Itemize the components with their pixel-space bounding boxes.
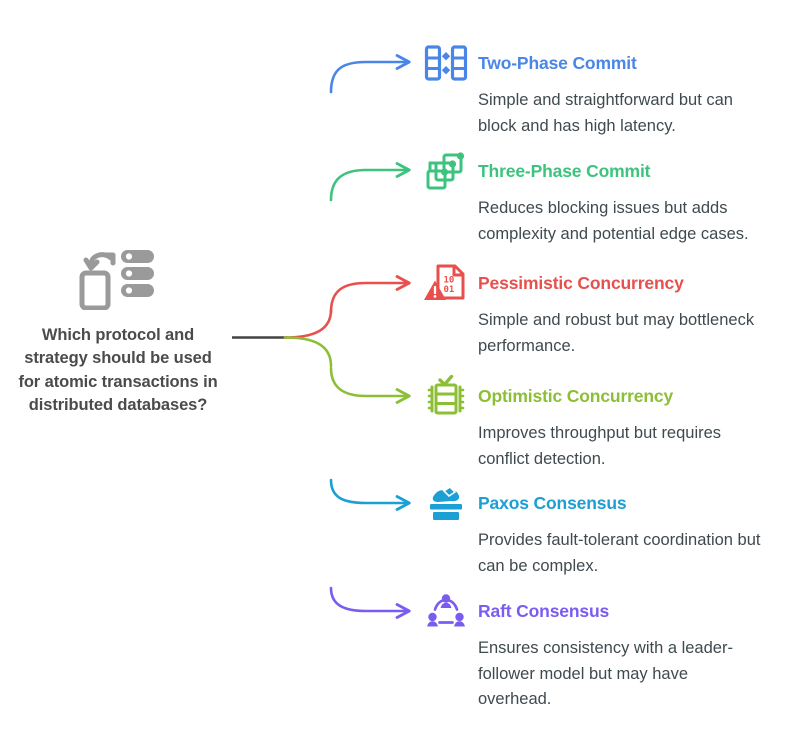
branch-two-phase-commit[interactable]: Two-Phase Commit Simple and straightforw… [424, 40, 772, 139]
connector-raft-consensus [329, 586, 411, 619]
connector-three-phase-commit [329, 162, 411, 202]
root-label: Which protocol and strategy should be us… [18, 326, 218, 415]
branch-header: Optimistic Concurrency [424, 373, 772, 419]
branch-paxos-consensus[interactable]: Paxos Consensus Provides fault-tolerant … [424, 480, 772, 579]
branch-title: Paxos Consensus [478, 492, 627, 513]
root-node: Which protocol and strategy should be us… [18, 248, 218, 418]
junction-up [283, 308, 333, 339]
branch-title: Raft Consensus [478, 600, 610, 621]
branch-header: 10 01 Pessimistic Concurrency [424, 260, 772, 306]
branch-three-phase-commit[interactable]: Three-Phase Commit Reduces blocking issu… [424, 148, 772, 247]
branch-header: Raft Consensus [424, 588, 772, 634]
three-person-network-icon [424, 589, 468, 633]
branch-description: Reduces blocking issues but adds complex… [478, 199, 749, 243]
server-rack-check-icon [424, 374, 468, 418]
branch-description: Ensures consistency with a leader-follow… [478, 639, 733, 709]
mobile-sync-server-icon [79, 248, 157, 311]
branch-header: Paxos Consensus [424, 480, 772, 526]
branch-pessimistic-concurrency[interactable]: 10 01 Pessimistic Concurrency Simple and… [424, 260, 772, 359]
branch-title: Pessimistic Concurrency [478, 272, 684, 293]
podium-handshake-icon [424, 481, 468, 525]
branch-optimistic-concurrency[interactable]: Optimistic Concurrency Improves throughp… [424, 373, 772, 472]
svg-text:10: 10 [444, 276, 455, 286]
branch-description: Improves throughput but requires conflic… [478, 424, 722, 468]
connector-pessimistic-concurrency [329, 275, 411, 314]
junction-down [283, 336, 333, 368]
branch-header: Three-Phase Commit [424, 148, 772, 194]
branch-title: Two-Phase Commit [478, 52, 637, 73]
connector-paxos-consensus [329, 478, 411, 511]
svg-text:01: 01 [444, 285, 455, 295]
binary-document-warning-icon: 10 01 [424, 261, 468, 305]
stacked-nodes-icon [424, 149, 468, 193]
branch-raft-consensus[interactable]: Raft Consensus Ensures consistency with … [424, 588, 772, 713]
branch-description: Simple and robust but may bottleneck per… [478, 311, 755, 355]
connector-two-phase-commit [329, 54, 411, 94]
branch-description: Simple and straightforward but can block… [478, 91, 733, 135]
connector-optimistic-concurrency [329, 366, 411, 404]
two-column-sync-icon [424, 41, 468, 85]
branch-header: Two-Phase Commit [424, 40, 772, 86]
branch-title: Three-Phase Commit [478, 160, 651, 181]
branch-description: Provides fault-tolerant coordination but… [478, 531, 761, 575]
branch-title: Optimistic Concurrency [478, 385, 674, 406]
